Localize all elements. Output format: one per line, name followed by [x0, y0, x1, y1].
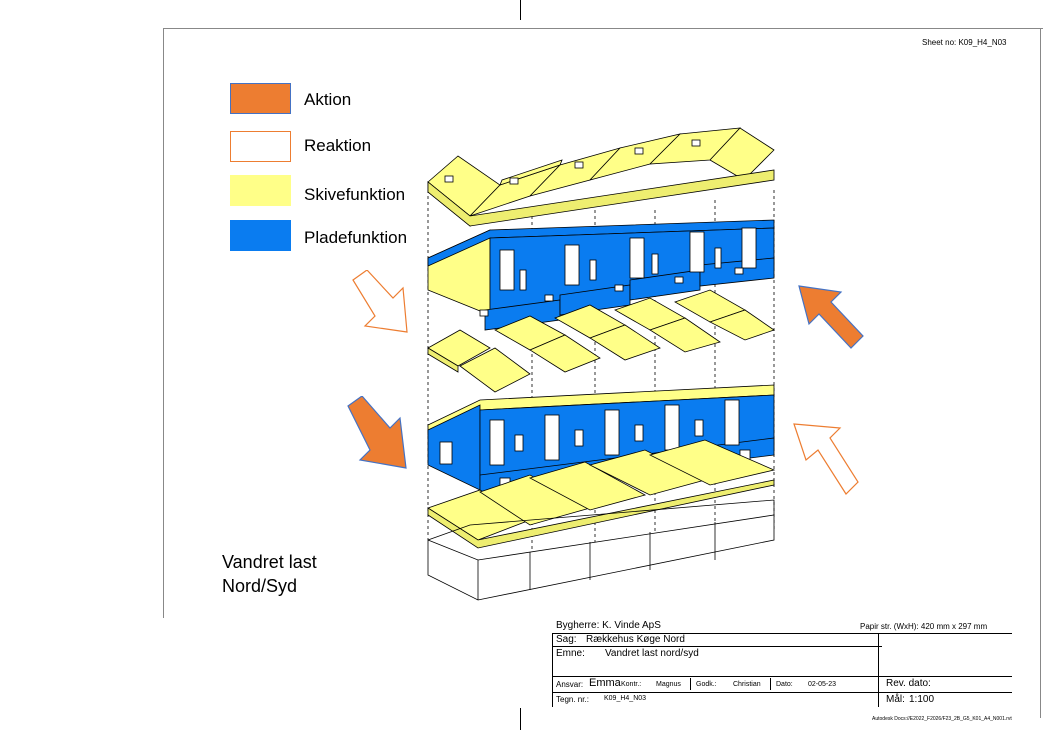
tb-sep-2 — [770, 678, 771, 690]
exploded-building-diagram — [427, 127, 776, 601]
floor-slab-layer — [427, 289, 775, 393]
legend-swatch-plade — [230, 220, 291, 251]
tb-dato-value: 02-05-23 — [808, 681, 837, 688]
ground-slab-layer — [427, 439, 776, 549]
page-divider-bottom — [520, 708, 521, 730]
sheet-top-border — [163, 28, 1043, 29]
tb-bygherre: Bygherre: K. Vinde ApS — [556, 620, 661, 631]
legend-label-plade: Pladefunktion — [304, 228, 408, 247]
tb-vline-right — [878, 633, 879, 707]
roof-layer — [427, 127, 775, 227]
tb-dato-label: Dato: — [776, 681, 793, 688]
upper-walls-layer — [427, 219, 775, 331]
tb-kontr-value: Magnus — [656, 681, 681, 688]
tb-maal-label: Mål: — [886, 694, 905, 705]
page-divider-top — [520, 0, 521, 20]
tb-emne-value: Vandret last nord/syd — [605, 648, 699, 659]
legend-swatch-reaktion — [230, 131, 291, 162]
legend-swatch-aktion — [230, 83, 291, 114]
tb-vline-left — [552, 633, 553, 707]
tb-godk-value: Christian — [733, 681, 761, 688]
tb-line-4 — [552, 692, 1012, 693]
tb-sep-1 — [690, 678, 691, 690]
arrow-reaktion-bottom-right — [793, 423, 859, 495]
arrow-aktion-top-right — [798, 285, 864, 349]
foundation-layer — [427, 499, 775, 601]
sheet-left-border — [163, 28, 164, 618]
sheet-number: Sheet no: K09_H4_N03 — [922, 38, 1007, 47]
tb-maal-value: 1:100 — [909, 694, 935, 705]
tb-line-2 — [552, 646, 882, 647]
tb-emne-label: Emne: — [556, 648, 585, 659]
tb-tegn-label: Tegn. nr.: — [556, 695, 589, 704]
tb-kontr-label: Kontr.: — [621, 681, 642, 688]
tb-line-1 — [552, 633, 1012, 634]
tb-file-path: Autodesk Docs://E2022_F2026/F23_2B_G5_K0… — [872, 716, 1012, 722]
legend-label-skive: Skivefunktion — [304, 185, 406, 204]
tb-rev-label: Rev. dato: — [886, 678, 931, 689]
legend-label-reaktion: Reaktion — [304, 136, 372, 155]
load-title-line2: Nord/Syd — [222, 576, 298, 596]
tb-ansvar-label: Ansvar: — [556, 680, 584, 689]
legend-label-aktion: Aktion — [304, 90, 352, 109]
tb-papir: Papir str. (WxH): 420 mm x 297 mm — [860, 622, 988, 631]
arrow-reaktion-top-left — [352, 270, 408, 333]
legend-swatch-skive — [230, 175, 291, 206]
sheet-right-border — [1040, 28, 1041, 718]
arrow-aktion-bottom-left — [347, 396, 407, 469]
tb-ansvar-value: Emma — [589, 677, 621, 689]
tb-godk-label: Godk.: — [696, 681, 717, 688]
tb-sag-label: Sag: — [556, 634, 577, 645]
tb-tegn-value: K09_H4_N03 — [604, 695, 647, 702]
load-title-line1: Vandret last — [222, 552, 317, 572]
tb-sag-value: Rækkehus Køge Nord — [586, 634, 685, 645]
tb-line-3 — [552, 676, 1012, 677]
